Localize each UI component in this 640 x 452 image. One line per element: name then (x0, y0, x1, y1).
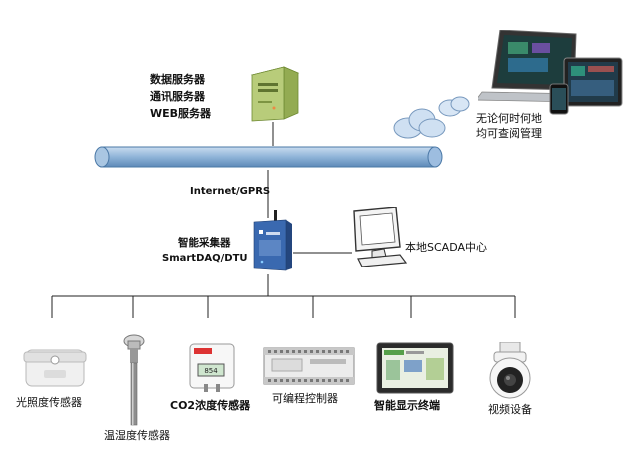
network-label: Internet/GPRS (190, 186, 271, 197)
network-pipe (93, 144, 445, 176)
dome-camera-icon (484, 341, 536, 404)
plc-icon (262, 346, 356, 390)
light-sensor-icon (20, 348, 92, 394)
dtu-device-icon (246, 210, 296, 278)
remote-access-text-2: 均可查阅管理 (476, 127, 542, 140)
co2-sensor-icon: 854 (186, 340, 238, 396)
server-label-comm: 通讯服务器 (150, 90, 205, 103)
device-label-temp: 温湿度传感器 (104, 429, 170, 442)
remote-access-text-1: 无论何时何地 (476, 112, 542, 125)
collector-model-label: SmartDAQ/DTU (162, 253, 248, 264)
device-label-hmi: 智能显示终端 (374, 399, 440, 412)
scada-label: 本地SCADA中心 (405, 241, 487, 254)
device-label-co2: CO2浓度传感器 (170, 399, 251, 412)
laptop-icon (475, 29, 628, 130)
device-label-light: 光照度传感器 (16, 396, 82, 409)
device-label-camera: 视频设备 (488, 403, 532, 416)
server-label-data: 数据服务器 (150, 73, 205, 86)
collector-label: 智能采集器 (178, 237, 231, 249)
device-label-plc: 可编程控制器 (272, 392, 338, 405)
svg-text:854: 854 (204, 367, 218, 375)
server-icon (248, 61, 300, 127)
scada-monitor-icon (350, 206, 408, 271)
server-label-web: WEB服务器 (150, 107, 212, 120)
cloud-icon (392, 94, 472, 146)
touch-display-icon (376, 342, 454, 398)
temperature-probe-icon (120, 333, 148, 433)
